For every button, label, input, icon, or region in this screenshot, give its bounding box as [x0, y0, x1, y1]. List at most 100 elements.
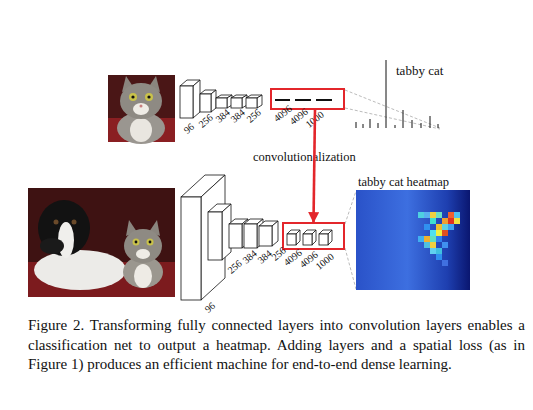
layer-block — [231, 95, 247, 108]
layer-block-face — [246, 98, 257, 108]
heatmap — [430, 212, 436, 218]
cat-photo — [108, 75, 175, 144]
heatmap — [454, 212, 460, 218]
heatmap — [448, 224, 454, 230]
cat-photo — [147, 95, 150, 98]
heatmap — [430, 236, 436, 242]
fc-layer-group: 409640961000 — [282, 222, 345, 250]
dog-cat-photo — [40, 238, 64, 254]
leader-line — [345, 191, 356, 224]
fc-layer-bar — [295, 99, 311, 101]
dog-cat-photo — [135, 241, 138, 244]
channel-count: 96 — [203, 301, 217, 315]
layer-block-face — [180, 86, 193, 118]
dog-cat-photo — [58, 222, 74, 258]
layer-block-face — [272, 221, 278, 246]
layer-block — [180, 80, 200, 118]
heatmap — [442, 230, 448, 236]
dog-cat-photo — [28, 188, 175, 297]
leader-line — [345, 90, 440, 128]
dog-cat-photo — [54, 220, 59, 225]
heatmap — [436, 236, 442, 242]
layer-block — [181, 175, 225, 300]
fc-layer-bar — [316, 99, 332, 101]
score-bar — [363, 124, 364, 128]
layer-block-face — [193, 80, 200, 118]
heatmap — [436, 254, 442, 260]
score-bar — [395, 125, 396, 128]
heatmap — [424, 242, 430, 248]
heatmap — [442, 260, 448, 266]
layer-block-face — [257, 95, 262, 108]
cat-photo — [130, 118, 152, 142]
layer-block-face — [296, 230, 300, 245]
figure-caption: Figure 2. Transforming fully connected l… — [28, 316, 525, 375]
cat-photo — [140, 105, 143, 108]
fc-layer-bar — [275, 99, 332, 101]
layer-block-face — [208, 212, 222, 260]
fc-layer-bar — [275, 99, 290, 101]
layer-block-face — [200, 94, 211, 112]
output-label: tabby cat — [396, 64, 443, 77]
heatmap — [430, 242, 436, 248]
layer-block — [180, 80, 332, 300]
cat-photo — [129, 93, 137, 101]
layer-block-face — [181, 197, 201, 300]
dog-cat-photo — [149, 241, 152, 244]
score-bar — [386, 60, 387, 128]
layer-block — [246, 95, 262, 108]
heatmap — [448, 212, 454, 218]
cat-photo — [145, 93, 153, 101]
heatmap — [436, 224, 442, 230]
score-bar — [370, 119, 371, 128]
layer-block-face — [319, 234, 328, 245]
layer-block-face — [216, 98, 227, 108]
layer-block — [259, 221, 278, 246]
heatmap — [356, 190, 470, 290]
heatmap — [442, 242, 448, 248]
dog-cat-photo — [72, 220, 77, 225]
dog-cat-photo — [136, 249, 150, 259]
heatmap — [442, 218, 448, 224]
channel-count: 256 — [226, 258, 244, 275]
layer-block — [216, 95, 232, 108]
heatmap — [430, 230, 436, 236]
output-label: tabby cat heatmap — [358, 176, 449, 189]
cat-photo — [133, 103, 149, 115]
cat-photo — [120, 83, 162, 119]
score-bar — [356, 122, 357, 128]
dog-cat-photo — [134, 264, 152, 288]
dog-cat-photo — [28, 188, 175, 297]
score-bar — [438, 124, 439, 128]
layer-block-face — [287, 234, 296, 245]
heatmap — [436, 248, 442, 254]
channel-count: 256 — [245, 107, 263, 124]
heatmap — [424, 224, 430, 230]
score-bar — [430, 116, 431, 128]
heatmap — [424, 236, 430, 242]
conversion-arrow — [314, 110, 316, 222]
layer-block-face — [312, 230, 316, 245]
channel-count: 256 — [197, 112, 215, 129]
score-bar — [421, 123, 422, 128]
layer-block-face — [259, 226, 272, 246]
heatmap — [442, 224, 448, 230]
dog-cat-photo — [147, 239, 154, 246]
fc-layer-group: 409640961000 — [270, 88, 345, 110]
heatmap — [436, 230, 442, 236]
edge-label: convolutionalization — [253, 151, 356, 164]
channel-count: 96 — [182, 122, 196, 136]
layer-block-face — [231, 98, 242, 108]
heatmap — [454, 218, 460, 224]
layer-block-face — [229, 224, 242, 248]
layer-block-face — [303, 234, 312, 245]
heatmap — [448, 218, 454, 224]
layer-block-face — [244, 224, 257, 248]
heatmap — [436, 212, 442, 218]
layer-block-face — [201, 175, 225, 300]
heatmap — [418, 236, 424, 242]
leader-line — [345, 248, 356, 289]
dog-cat-photo — [34, 250, 126, 290]
